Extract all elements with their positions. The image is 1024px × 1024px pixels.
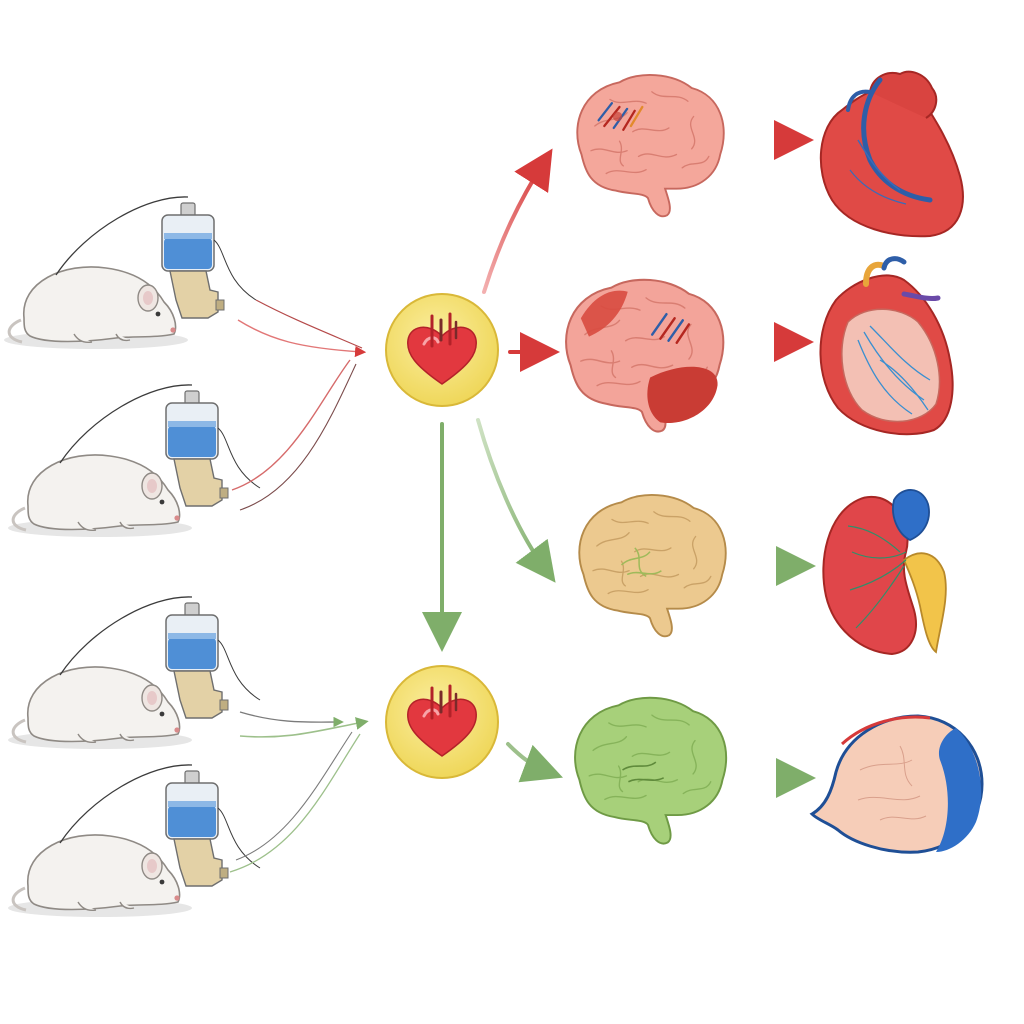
infarct-marks — [650, 312, 691, 344]
heart-cross-section — [819, 256, 954, 436]
brain-green — [574, 696, 728, 845]
heart-icon — [384, 292, 500, 408]
brain-red-infarct — [565, 278, 725, 433]
brain-to-organ-arrows — [734, 120, 816, 798]
heart-hub-bottom — [384, 664, 500, 780]
heart-hub-top — [384, 292, 500, 408]
kidney — [822, 489, 947, 656]
eye — [809, 714, 984, 854]
green-input-arrows — [229, 711, 369, 873]
mouse-4-with-injector — [6, 763, 262, 919]
kidney-vessels — [847, 525, 907, 629]
lesion-marks — [597, 102, 644, 131]
retina-lines — [857, 745, 927, 821]
conduction-lines — [857, 325, 931, 415]
mouse-3-with-injector — [6, 595, 262, 751]
brain-tan — [578, 494, 727, 638]
heart-organ — [819, 70, 964, 238]
vessel-marks — [622, 761, 665, 783]
vessel-marks — [620, 547, 662, 578]
mouse-1-with-injector — [2, 195, 258, 351]
heart-icon — [384, 664, 500, 780]
red-input-arrows — [231, 299, 367, 511]
mouse-2-with-injector — [6, 383, 262, 539]
hub-output-arrows — [422, 148, 563, 783]
brain-red-lesion — [576, 74, 725, 218]
